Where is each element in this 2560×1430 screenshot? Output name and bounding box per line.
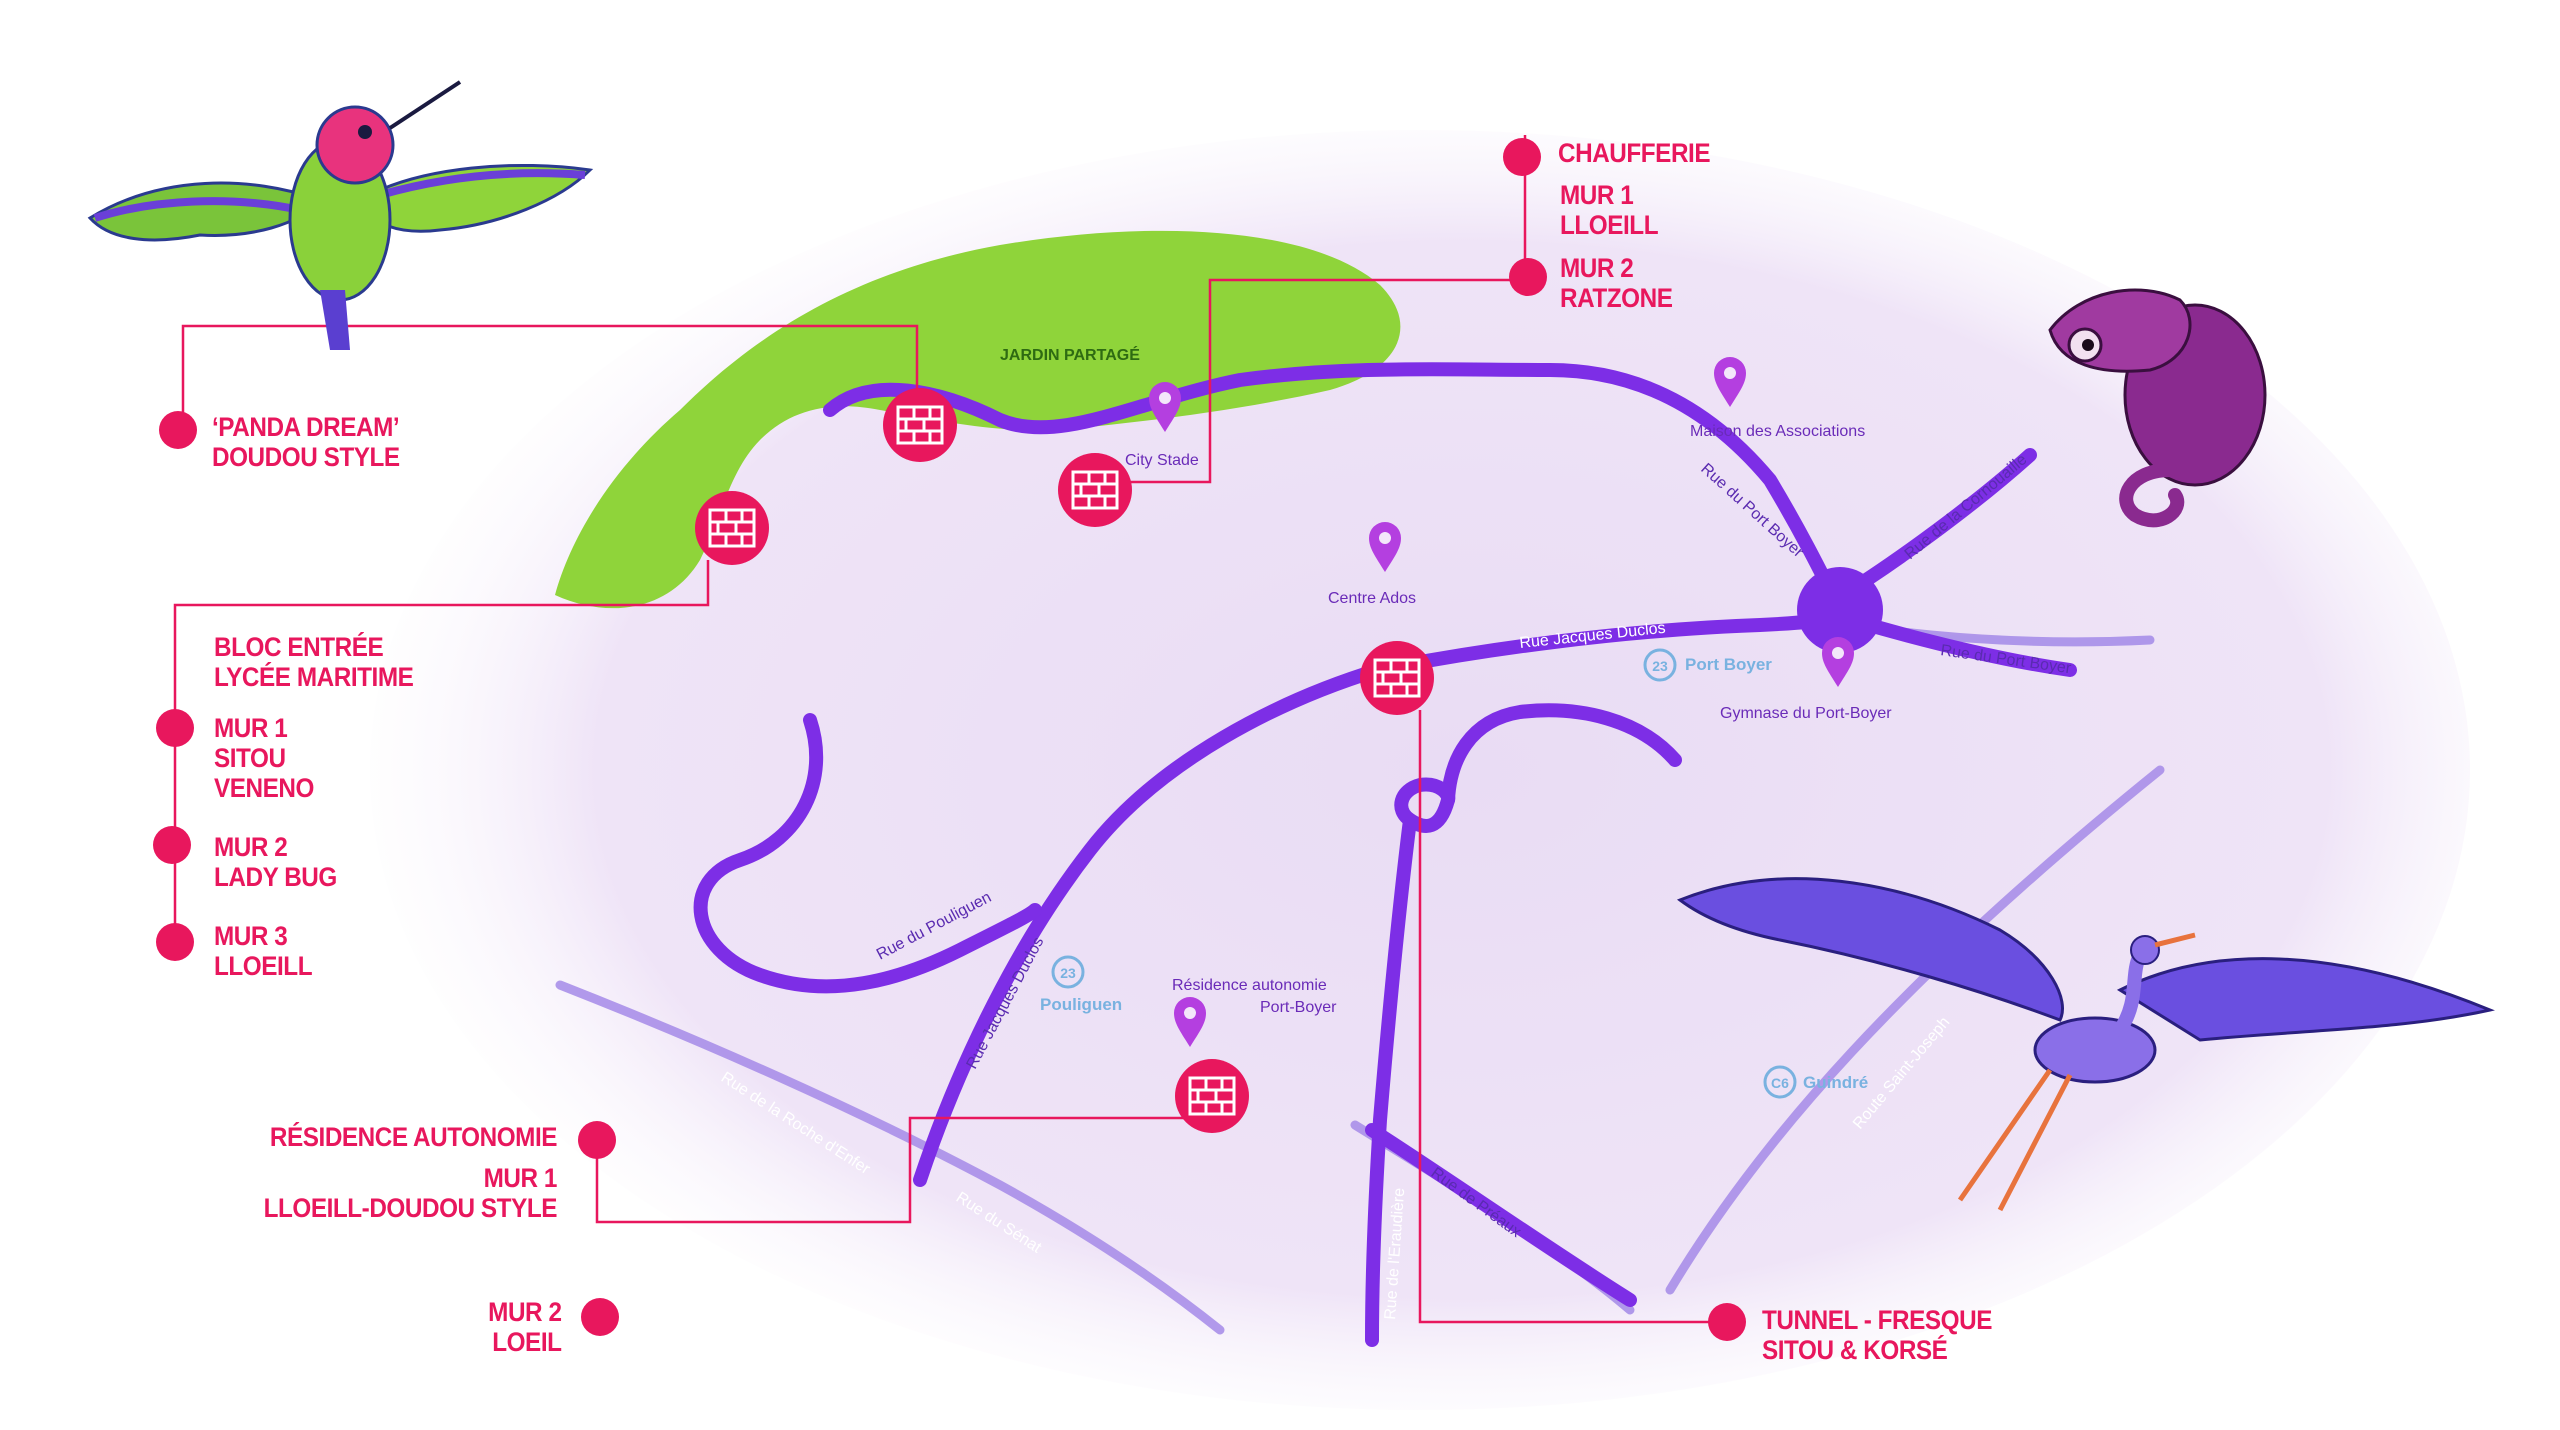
road-loop [1441,703,1682,807]
dot-chaufferie [1503,138,1541,176]
transit-port-boyer-icon [1643,648,1677,682]
heron-illustration [1676,877,2495,1212]
label-centre-ados: Centre Ados [1328,590,1416,607]
transit-guindre-icon [1763,1065,1797,1099]
chameleon-illustration [2048,288,2267,528]
callout-tunnel[interactable]: TUNNEL - FRESQUE SITOU & KORSÉ [1762,1305,1992,1365]
dot-residence [578,1121,616,1159]
road-pouliguen [693,713,1042,994]
transit-port-boyer-name: Port Boyer [1685,655,1772,674]
callout-mur3-lloeill[interactable]: MUR 3 LLOEILL [214,921,313,981]
callout-residence[interactable]: RÉSIDENCE AUTONOMIE [269,1122,558,1152]
dot-mur1-sitou [156,709,194,747]
transit-pouliguen-line: 23 [1060,965,1076,981]
mural-marker-centre-ados-icon [1358,639,1436,717]
dot-mur2-ladybug [153,826,191,864]
mural-marker-lycee-icon [693,489,771,567]
road-duclos-south [913,663,1385,1187]
callout-bloc-entree[interactable]: BLOC ENTRÉE LYCÉE MARITIME [214,632,414,692]
callout-dots[interactable] [153,138,1746,1341]
road-eraudiere [1365,813,1417,1347]
callout-residence-mur2[interactable]: MUR 2 LOEIL [488,1297,563,1357]
callout-chaufferie-mur2[interactable]: MUR 2 RATZONE [1560,253,1673,313]
callout-mur1-sitou[interactable]: MUR 1 SITOU VENENO [214,713,314,803]
transit-guindre-line: C6 [1771,1075,1789,1091]
label-gymnase: Gymnase du Port-Boyer [1720,705,1892,722]
roundabout [1797,567,1883,653]
label-residence-2: Port-Boyer [1260,999,1337,1016]
dot-mur3-lloeill [156,923,194,961]
mural-marker-city-stade-icon [1056,451,1134,529]
hummingbird-illustration [87,80,594,350]
callout-chaufferie[interactable]: CHAUFFERIE [1558,138,1711,168]
transit-pouliguen-icon [1051,955,1085,989]
place-markers: JARDIN PARTAGÉ City Stade Maison des Ass… [1000,345,1892,1047]
label-jardin-partage: JARDIN PARTAGÉ [1000,345,1140,364]
road-north [823,362,1842,607]
callout-chaufferie-mur1[interactable]: MUR 1 LLOEILL [1560,180,1659,240]
transit-port-boyer-line: 23 [1652,658,1668,674]
label-city-stade: City Stade [1125,452,1199,469]
dot-chaufferie-mur2 [1509,258,1547,296]
transit-guindre-name: Guindré [1803,1073,1868,1092]
road-loop-2 [1394,777,1456,833]
mural-marker-residence-icon [1173,1057,1251,1135]
garden-area-shape [555,230,1401,609]
callout-mur2-ladybug[interactable]: MUR 2 LADY BUG [214,832,337,892]
transit-pouliguen-name: Pouliguen [1040,995,1122,1014]
road-preaux [1365,1123,1637,1307]
dot-residence-mur2 [581,1298,619,1336]
callout-panda-dream[interactable]: ‘PANDA DREAM’ DOUDOU STYLE [212,412,400,472]
mural-marker-panda-icon [881,386,959,464]
callout-residence-mur1[interactable]: MUR 1 LLOEILL-DOUDOU STYLE [263,1163,558,1223]
dot-panda-dream [159,411,197,449]
label-maison-associations: Maison des Associations [1690,423,1865,440]
label-residence-1: Résidence autonomie [1172,977,1327,994]
callout-leaders [173,135,1723,1324]
main-roads [693,362,2077,1347]
transit-stops: 23 Port Boyer 23 Pouliguen C6 Guindré [1040,648,1868,1099]
dot-tunnel [1708,1303,1746,1341]
